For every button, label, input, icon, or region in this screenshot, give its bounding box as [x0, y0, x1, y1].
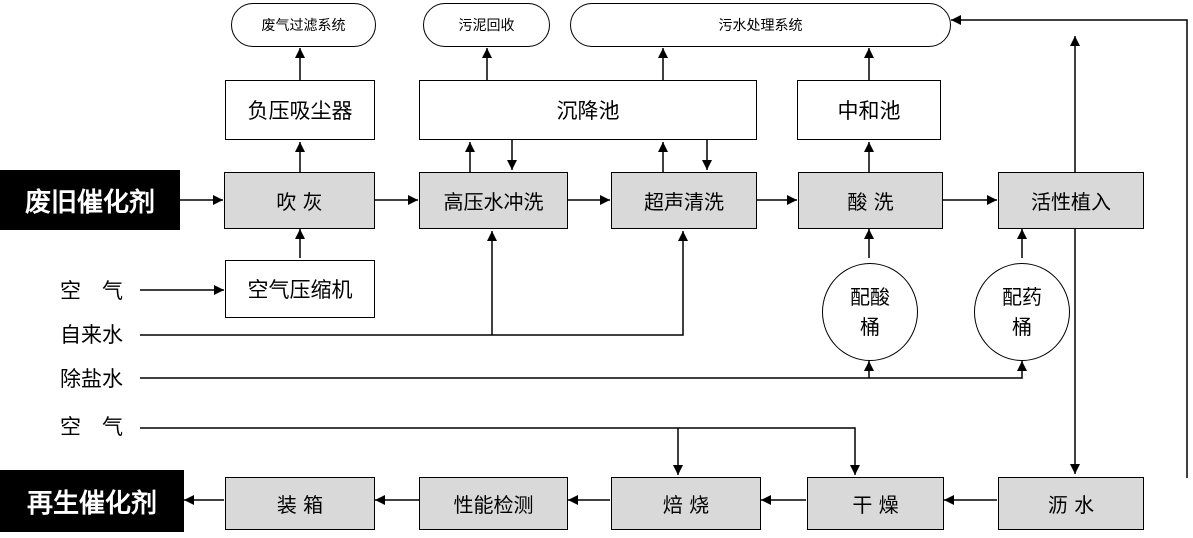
settling-tank: 沉降池 [419, 80, 757, 140]
label-tap-water: 自来水 [60, 323, 123, 347]
return-to-wastewater [951, 15, 1188, 478]
tap-water-line [140, 231, 688, 336]
negative-pressure-dust-collector: 负压吸尘器 [225, 80, 375, 140]
sludge-recovery: 污泥回收 [423, 3, 550, 47]
step-blowing: 吹 灰 [224, 172, 375, 229]
step-boxing: 装 箱 [225, 477, 375, 530]
step-ultrasonic-clean: 超声清洗 [611, 172, 757, 229]
label-air-bottom: 空 气 [60, 415, 123, 439]
step-performance-test: 性能检测 [419, 477, 568, 530]
step-active-implant: 活性植入 [998, 172, 1144, 229]
desalted-water-line [140, 361, 1027, 379]
neutralization-tank: 中和池 [797, 80, 941, 140]
exhaust-filter-system: 废气过滤系统 [231, 3, 376, 47]
input-spent-catalyst: 废旧催化剂 [0, 170, 180, 230]
label-air-top: 空 气 [60, 279, 123, 303]
step-high-pressure-wash: 高压水冲洗 [419, 172, 568, 229]
step-acid-wash: 酸 洗 [798, 172, 943, 229]
output-regenerated-catalyst: 再生催化剂 [0, 470, 184, 532]
air-compressor: 空气压缩机 [225, 260, 375, 318]
air-line-bottom [140, 427, 860, 475]
step-roasting: 焙 烧 [611, 477, 761, 530]
reagent-mixing-tank: 配药桶 [974, 263, 1070, 361]
wastewater-treatment-system: 污水处理系统 [570, 3, 951, 47]
label-desalted-water: 除盐水 [60, 367, 123, 391]
acid-mixing-tank: 配酸桶 [822, 263, 918, 361]
step-drying: 干 燥 [807, 477, 944, 530]
step-draining: 沥 水 [998, 477, 1144, 530]
